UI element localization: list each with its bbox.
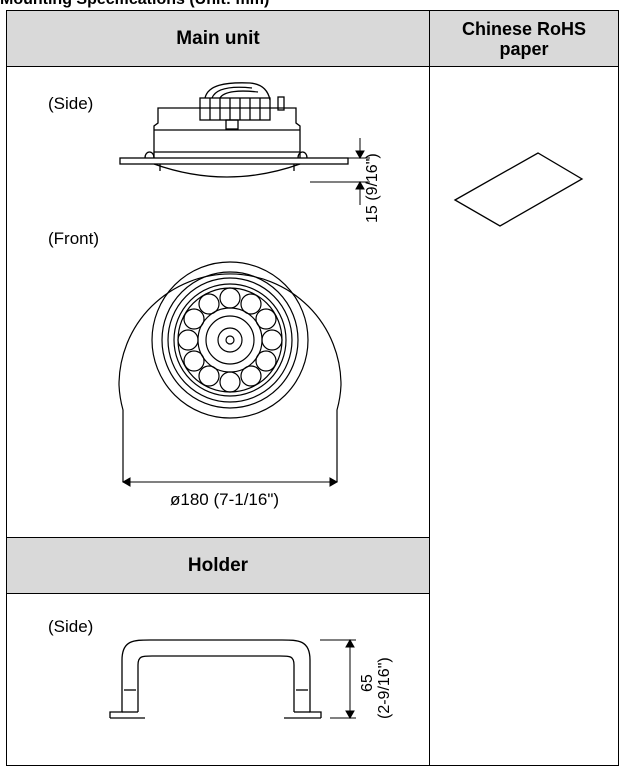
page-heading: Mounting Specifications (Unit: mm) (0, 0, 623, 10)
holder-side-label: (Side) (48, 617, 94, 636)
rohs-cell (429, 66, 619, 766)
main-unit-front-label: (Front) (48, 229, 99, 248)
holder-cell (6, 593, 430, 766)
holder-height-dim-line2: (2-9/16") (376, 657, 393, 719)
main-unit-side-label: (Side) (48, 94, 94, 113)
main-unit-diameter-dim: ø180 (7-1/16") (170, 490, 280, 509)
main-unit-height-dim: 15 (9/16") (364, 153, 381, 223)
holder-height-dim-line1: 65 (359, 674, 376, 692)
main-unit-header: Main unit (6, 10, 430, 67)
main-unit-header-label: Main unit (176, 27, 260, 49)
holder-header-label: Holder (187, 554, 249, 576)
rohs-header-line2: paper (499, 38, 549, 59)
rohs-header-line1: Chinese RoHS (461, 18, 587, 39)
holder-header: Holder (6, 537, 430, 594)
